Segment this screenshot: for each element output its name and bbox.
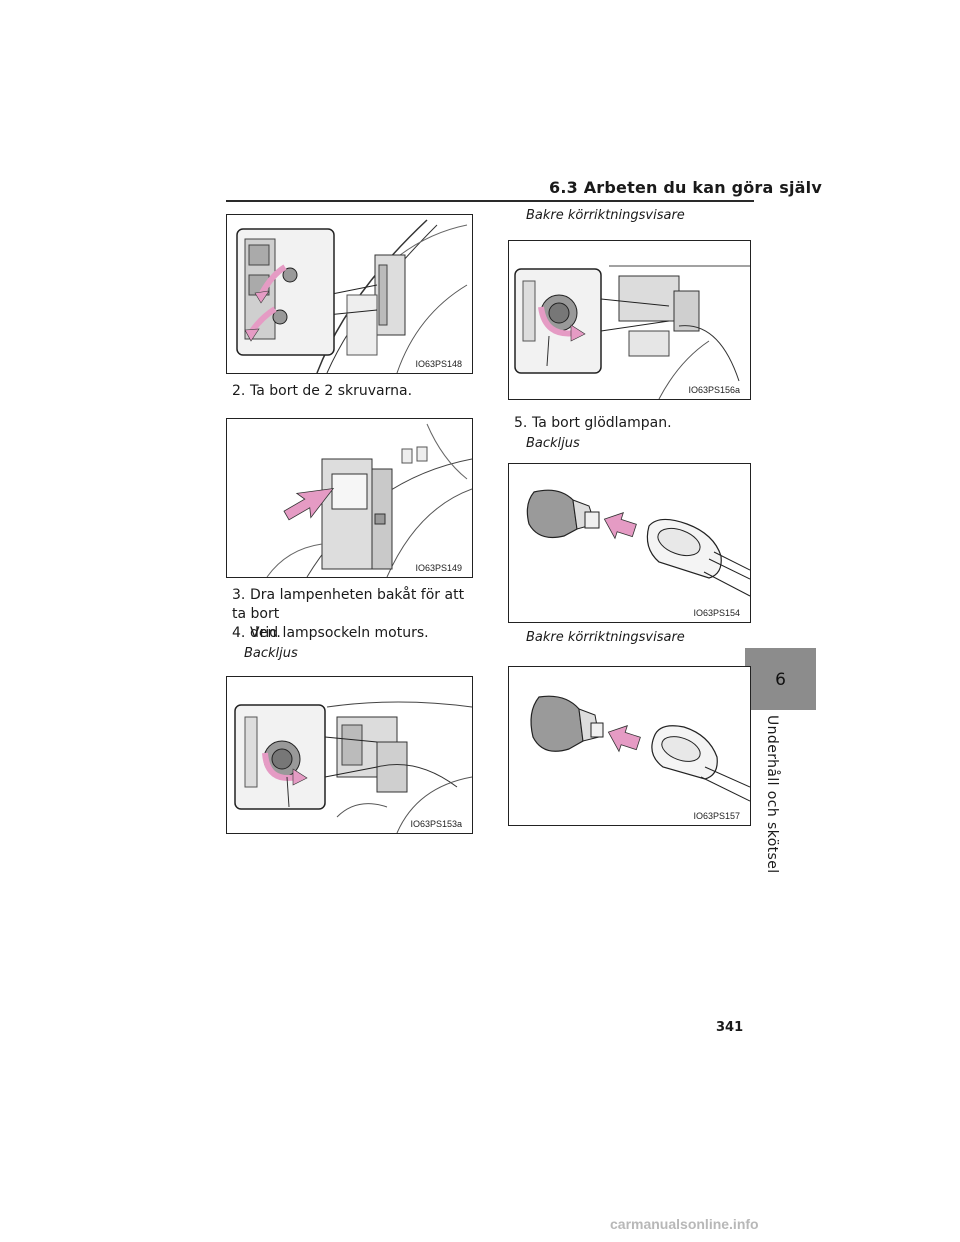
subheading-blinker: Bakre körriktningsvisare — [526, 208, 685, 223]
figure-remove-bulb-backup: IO63PS154 — [508, 463, 751, 623]
step-text: Ta bort glödlampan. — [532, 415, 672, 431]
figure-code: IO63PS154 — [693, 608, 740, 618]
chapter-tab — [745, 648, 816, 710]
step-text: Ta bort de 2 skruvarna. — [250, 383, 413, 399]
section-title: 6.3 Arbeten du kan göra själv — [549, 178, 822, 197]
figure-code: IO63PS148 — [415, 359, 462, 369]
subheading-blinker-right: Bakre körriktningsvisare — [526, 630, 685, 645]
step-4: 4.Vrid lampsockeln moturs. — [232, 624, 482, 643]
step-2: 2.Ta bort de 2 skruvarna. — [232, 382, 482, 401]
step-number: 5. — [514, 415, 528, 431]
subheading-backljus: Backljus — [244, 646, 298, 661]
figure-code: IO63PS149 — [415, 563, 462, 573]
page-number: 341 — [716, 1020, 744, 1035]
step-text: Dra lampenheten bakåt för att ta bort — [232, 587, 465, 622]
step-number: 4. — [232, 625, 246, 641]
figure-code: IO63PS153a — [410, 819, 462, 829]
chapter-number: 6 — [775, 670, 786, 690]
figure-code: IO63PS156a — [688, 385, 740, 395]
figure-remove-bulb-blinker: IO63PS157 — [508, 666, 751, 826]
figure-twist-socket-blinker: IO63PS156a — [508, 240, 751, 400]
step-5: 5.Ta bort glödlampan. — [514, 414, 754, 433]
step-number: 2. — [232, 383, 246, 399]
footer-watermark: carmanualsonline.info — [610, 1216, 759, 1232]
step-3: 3.Dra lampenheten bakåt för att ta bort … — [232, 586, 482, 643]
step-number: 3. — [232, 587, 246, 603]
figure-pull-lamp-unit: IO63PS149 — [226, 418, 473, 578]
figure-remove-screws: IO63PS148 — [226, 214, 473, 374]
figure-code: IO63PS157 — [693, 811, 740, 821]
step-text-continued: den. — [250, 625, 281, 641]
subheading-backljus-right: Backljus — [526, 436, 580, 451]
figure-twist-socket-backup: IO63PS153a — [226, 676, 473, 834]
header-rule — [226, 200, 754, 202]
step-text: Vrid lampsockeln moturs. — [250, 625, 429, 641]
chapter-label: Underhåll och skötsel — [764, 715, 780, 874]
